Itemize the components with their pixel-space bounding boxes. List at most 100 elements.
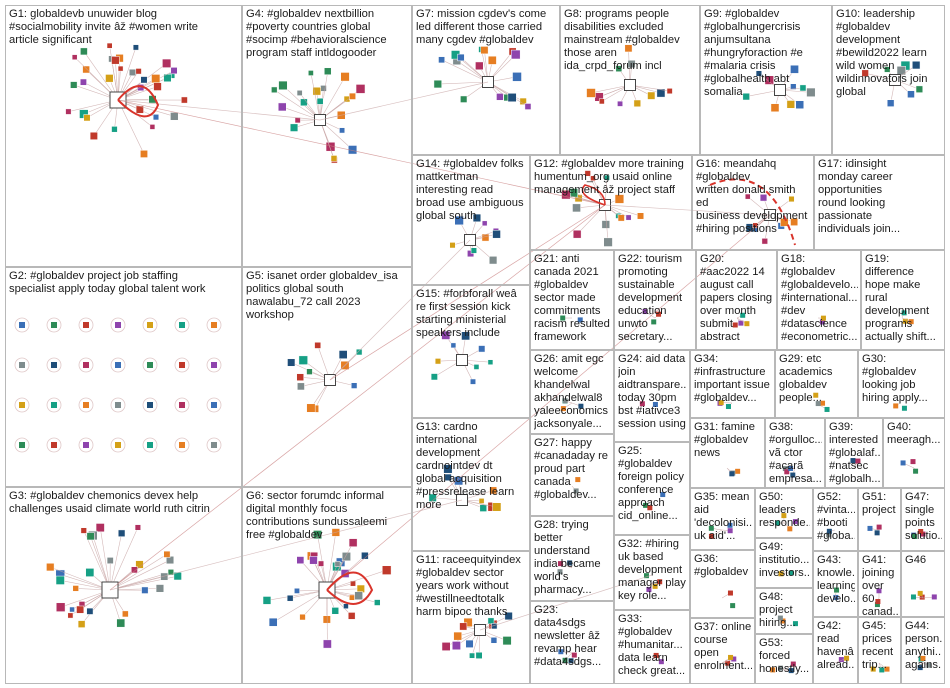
group-box-g28: G28: trying better understand india beca… — [530, 516, 614, 601]
group-label-g15: G15: #forbforall weâ re first session ki… — [416, 288, 527, 340]
group-label-g23: G23: data4sdgs newsletter âž revamp hear… — [534, 604, 611, 669]
group-label-g40: G40: meeragh... — [887, 421, 942, 447]
group-box-g43: G43: knowle... learning develo... — [813, 551, 858, 617]
group-box-g20: G20: #aac2022 14 august call papers clos… — [696, 250, 777, 350]
group-label-g21: G21: anti canada 2021 #globaldev sector … — [534, 253, 611, 344]
group-label-g25: G25: #globaldev foreign policy conferenc… — [618, 445, 687, 523]
group-label-g7: G7: mission cgdev's come led different t… — [416, 8, 557, 47]
group-label-g33: G33: #globaldev #humanitar... data learn… — [618, 613, 687, 678]
group-box-g31: G31: famine #globaldev news — [690, 418, 765, 488]
group-label-g39: G39: interested #globalaf... #natsec #gl… — [829, 421, 880, 486]
group-box-g37: G37: online course open enrolment... — [690, 618, 755, 684]
group-box-g23: G23: data4sdgs newsletter âž revamp hear… — [530, 601, 614, 684]
group-box-g48: G48: project hiring... — [755, 588, 813, 634]
group-label-g19: G19: difference hope make rural developm… — [865, 253, 942, 344]
group-label-g44: G44: person... anythi... agains... — [905, 620, 942, 672]
group-box-g46: G46 — [901, 551, 945, 617]
group-label-g22: G22: tourism promoting sustainable devel… — [618, 253, 693, 344]
group-label-g26: G26: amit egc welcome khandelwal akhande… — [534, 353, 611, 431]
group-box-g17: G17: idinsight monday career opportuniti… — [814, 155, 945, 250]
group-box-g45: G45: prices recent trip... — [858, 617, 901, 684]
group-label-g30: G30: #globaldev looking job hiring apply… — [862, 353, 942, 405]
group-label-g51: G51: project — [862, 491, 898, 517]
group-label-g18: G18: #globaldev #globaldevelo... #intern… — [781, 253, 858, 344]
group-box-g1: G1: globaldevb unuwider blog #socialmobi… — [5, 5, 242, 267]
group-box-g15: G15: #forbforall weâ re first session ki… — [412, 285, 530, 418]
group-label-g2: G2: #globaldev project job staffing spec… — [9, 270, 239, 296]
group-box-g42: G42: read havenâ alread... — [813, 617, 858, 684]
group-box-g3: G3: #globaldev chemonics devex help chal… — [5, 487, 242, 684]
group-box-g4: G4: #globaldev nextbillion #poverty coun… — [242, 5, 412, 267]
group-box-g49: G49: institutio... investors... — [755, 538, 813, 588]
group-label-g28: G28: trying better understand india beca… — [534, 519, 611, 597]
group-box-g8: G8: programs people disabilities exclude… — [560, 5, 700, 155]
group-box-g2: G2: #globaldev project job staffing spec… — [5, 267, 242, 487]
group-label-g27: G27: happy #canadaday re proud part cana… — [534, 437, 611, 502]
group-box-g32: G32: #hiring uk based development manage… — [614, 535, 690, 610]
group-label-g47: G47: single points solutio... — [905, 491, 942, 543]
group-box-g22: G22: tourism promoting sustainable devel… — [614, 250, 696, 350]
group-label-g29: G29: etc academics globaldev people... — [779, 353, 855, 405]
group-label-g14: G14: #globaldev folks mattkertman intere… — [416, 158, 527, 223]
group-box-g5: G5: isanet order globaldev_isa politics … — [242, 267, 412, 487]
group-box-g33: G33: #globaldev #humanitar... data learn… — [614, 610, 690, 684]
group-label-g24: G24: aid data join aidtranspare... today… — [618, 353, 687, 431]
group-box-g25: G25: #globaldev foreign policy conferenc… — [614, 442, 690, 535]
group-box-g6: G6: sector forumdc informal digital mont… — [242, 487, 412, 684]
group-label-g43: G43: knowle... learning develo... — [817, 554, 855, 606]
group-label-g32: G32: #hiring uk based development manage… — [618, 538, 687, 603]
group-label-g1: G1: globaldevb unuwider blog #socialmobi… — [9, 8, 239, 47]
group-label-g11: G11: raceequityindex #globaldev sector y… — [416, 554, 527, 619]
group-box-g29: G29: etc academics globaldev people... — [775, 350, 858, 418]
group-label-g46: G46 — [905, 554, 942, 567]
group-box-g52: G52: #vinta... #booti #globa... — [813, 488, 858, 551]
group-label-g41: G41: joining over 60 canad... — [862, 554, 898, 617]
group-label-g45: G45: prices recent trip... — [862, 620, 898, 672]
group-label-g42: G42: read havenâ alread... — [817, 620, 855, 672]
group-box-g27: G27: happy #canadaday re proud part cana… — [530, 434, 614, 516]
group-label-g5: G5: isanet order globaldev_isa politics … — [246, 270, 409, 322]
group-box-g21: G21: anti canada 2021 #globaldev sector … — [530, 250, 614, 350]
group-label-g35: G35: mean aid 'decolonisi... uk aid'... — [694, 491, 752, 543]
group-box-g10: G10: leadership #globaldev development #… — [832, 5, 945, 155]
group-box-g24: G24: aid data join aidtranspare... today… — [614, 350, 690, 442]
group-label-g10: G10: leadership #globaldev development #… — [836, 8, 942, 99]
group-label-g8: G8: programs people disabilities exclude… — [564, 8, 697, 73]
group-box-g39: G39: interested #globalaf... #natsec #gl… — [825, 418, 883, 488]
group-label-g34: G34: #infrastructure important issue #gl… — [694, 353, 772, 405]
group-label-g52: G52: #vinta... #booti #globa... — [817, 491, 855, 543]
group-box-g36: G36: #globaldev — [690, 550, 755, 618]
group-label-g49: G49: institutio... investors... — [759, 541, 810, 580]
group-label-g13: G13: cardno international development ca… — [416, 421, 527, 512]
group-box-g47: G47: single points solutio... — [901, 488, 945, 551]
group-box-g50: G50: leaders responde... — [755, 488, 813, 538]
group-label-g50: G50: leaders responde... — [759, 491, 810, 530]
group-label-g3: G3: #globaldev chemonics devex help chal… — [9, 490, 239, 516]
group-label-g6: G6: sector forumdc informal digital mont… — [246, 490, 409, 542]
group-label-g31: G31: famine #globaldev news — [694, 421, 762, 460]
group-label-g4: G4: #globaldev nextbillion #poverty coun… — [246, 8, 409, 60]
group-label-g38: G38: #orgulloc... vã ctor #acarã empresa… — [769, 421, 822, 486]
group-box-g30: G30: #globaldev looking job hiring apply… — [858, 350, 945, 418]
group-box-g19: G19: difference hope make rural developm… — [861, 250, 945, 350]
group-label-g20: G20: #aac2022 14 august call papers clos… — [700, 253, 774, 344]
group-box-g11: G11: raceequityindex #globaldev sector y… — [412, 551, 530, 684]
group-box-g14: G14: #globaldev folks mattkertman intere… — [412, 155, 530, 285]
group-box-g41: G41: joining over 60 canad... — [858, 551, 901, 617]
group-box-g44: G44: person... anythi... agains... — [901, 617, 945, 684]
group-box-g38: G38: #orgulloc... vã ctor #acarã empresa… — [765, 418, 825, 488]
group-label-g16: G16: meandahq #globaldev written donald … — [696, 158, 811, 236]
group-box-g13: G13: cardno international development ca… — [412, 418, 530, 551]
group-label-g9: G9: #globaldev #globalhungercrisis anjum… — [704, 8, 829, 99]
group-box-g34: G34: #infrastructure important issue #gl… — [690, 350, 775, 418]
group-box-g18: G18: #globaldev #globaldevelo... #intern… — [777, 250, 861, 350]
group-label-g36: G36: #globaldev — [694, 553, 752, 579]
group-box-g26: G26: amit egc welcome khandelwal akhande… — [530, 350, 614, 434]
group-box-g51: G51: project — [858, 488, 901, 551]
group-label-g48: G48: project hiring... — [759, 591, 810, 630]
group-box-g35: G35: mean aid 'decolonisi... uk aid'... — [690, 488, 755, 550]
group-label-g12: G12: #globaldev more training humentum_o… — [534, 158, 689, 197]
group-box-g7: G7: mission cgdev's come led different t… — [412, 5, 560, 155]
group-label-g17: G17: idinsight monday career opportuniti… — [818, 158, 942, 236]
